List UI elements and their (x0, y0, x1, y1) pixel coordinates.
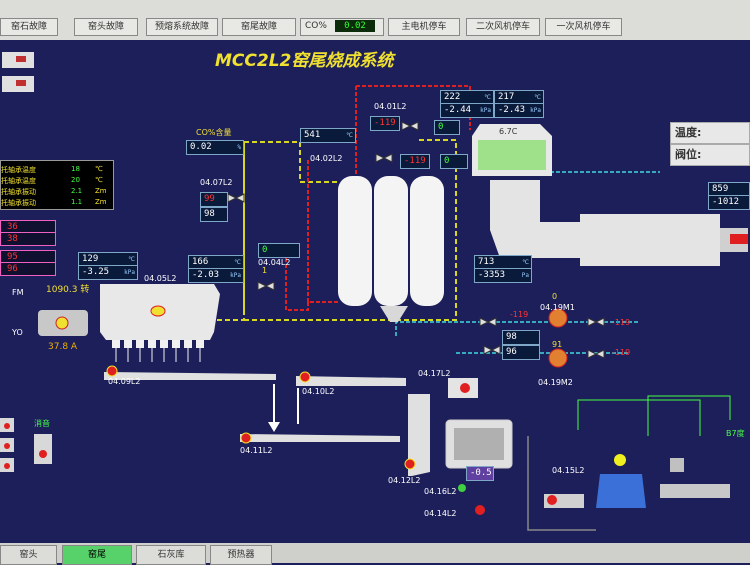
conveyor-0411 (240, 434, 400, 442)
tag-0419m1: 04.19M1 (540, 303, 575, 312)
valve-0404-b: 1 (262, 266, 268, 275)
fan-label: FM (12, 288, 24, 297)
fan-mode: YO (12, 328, 23, 337)
tag-0401: 04.01L2 (374, 102, 407, 111)
tag-0411: 04.11L2 (240, 446, 273, 455)
co-label: CO% (305, 21, 327, 31)
tag-0415: 04.15L2 (552, 466, 585, 475)
tag-0416: 04.16L2 (424, 487, 457, 496)
tag-0402: 04.02L2 (310, 154, 343, 163)
co-indicator: CO% 0.02 (300, 18, 384, 36)
co-content-label: CO%含量 (196, 128, 232, 137)
tab-kiln-head-fault[interactable]: 窑头故障 (74, 18, 138, 36)
valve-0402-reading: -119 (400, 154, 430, 169)
co-content-value: 0.02% (186, 140, 244, 155)
tag-0410: 04.10L2 (302, 387, 335, 396)
tab-main-motor-stop[interactable]: 主电机停车 (388, 18, 460, 36)
co-value: 0.02 (335, 20, 375, 32)
tag-0419m2: 04.19M2 (538, 378, 573, 387)
valve-0407-reading: 99 (200, 192, 228, 207)
tag-0409: 04.09L2 (108, 377, 141, 386)
fan-0419m1-value: 0 (552, 292, 558, 301)
tank-2 (374, 176, 408, 306)
mute-label: 消音 (34, 419, 50, 428)
tank-3 (410, 176, 444, 306)
conveyor-0410 (296, 376, 406, 386)
right-tag: B7度 (726, 429, 745, 438)
valve-position-button[interactable]: 阀位: (670, 144, 750, 166)
process-schematic (0, 52, 748, 531)
tab-kiln-tail-fault[interactable]: 窑尾故障 (222, 18, 296, 36)
valve-0419-e: 96 (502, 345, 540, 360)
tag-0414: 04.14L2 (424, 509, 457, 518)
valve-0419-b: -119 (612, 318, 631, 327)
valve-0401-pos: 0 (434, 120, 460, 135)
cyclone-temp: 6.7C (499, 127, 518, 136)
tag-0412: 04.12L2 (388, 476, 421, 485)
valve-0404-a: 0 (258, 243, 300, 258)
left-reading-4: 96 (0, 262, 56, 276)
fan-speed: 1090.3 转 (46, 285, 90, 295)
tab-secondary-fan-stop[interactable]: 二次风机停车 (466, 18, 540, 36)
valve-0419-d: -119 (612, 348, 631, 357)
temp-0402: 541℃ (300, 128, 356, 143)
tab-preheat-fault[interactable]: 预熔系统故障 (146, 18, 218, 36)
tag-0407: 04.07L2 (200, 178, 233, 187)
temperature-button[interactable]: 温度: (670, 122, 750, 144)
tab-kiln-head[interactable]: 窑头 (0, 545, 57, 565)
tank-0415 (596, 474, 646, 508)
tab-lime-silo[interactable]: 石灰库 (136, 545, 206, 565)
bottom-toolbar: 窑头 窑尾 石灰库 预热器 (0, 543, 750, 565)
conveyor-0409 (104, 372, 276, 380)
tag-0405: 04.05L2 (144, 274, 177, 283)
tab-preheater[interactable]: 预热器 (210, 545, 272, 565)
tag-0404: 04.04L2 (258, 258, 291, 267)
rotary-kiln (490, 180, 720, 266)
left-reading-2: 38 (0, 232, 56, 246)
tab-kiln-stone-fault[interactable]: 窑石故障 (0, 18, 58, 36)
valve-0402-pos: 0 (440, 154, 468, 169)
valve-0419-a: -119 (510, 310, 529, 319)
bucket-elevator (408, 394, 430, 476)
temp-166: 166℃ (188, 255, 244, 270)
valve-0407-pos: 98 (200, 207, 228, 222)
tank-1 (338, 176, 372, 306)
valve-0401-reading: -119 (370, 116, 400, 131)
kiln-press: -1012 (708, 195, 750, 210)
valve-0419-c: 98 (502, 330, 540, 345)
fan-current: 37.8 A (48, 342, 78, 352)
tab-kiln-tail[interactable]: 窑尾 (62, 545, 132, 565)
tag-0417: 04.17L2 (418, 369, 451, 378)
fan-0419m2-value: 91 (552, 340, 563, 349)
mill-reading: -0.5 (466, 466, 494, 481)
page-title: MCC2L2窑尾烧成系统 (215, 51, 394, 71)
top-toolbar: 窑石故障 窑头故障 预熔系统故障 窑尾故障 主电机停车 二次风机停车 一次风机停… (0, 0, 750, 40)
tab-primary-fan-stop[interactable]: 一次风机停车 (545, 18, 622, 36)
